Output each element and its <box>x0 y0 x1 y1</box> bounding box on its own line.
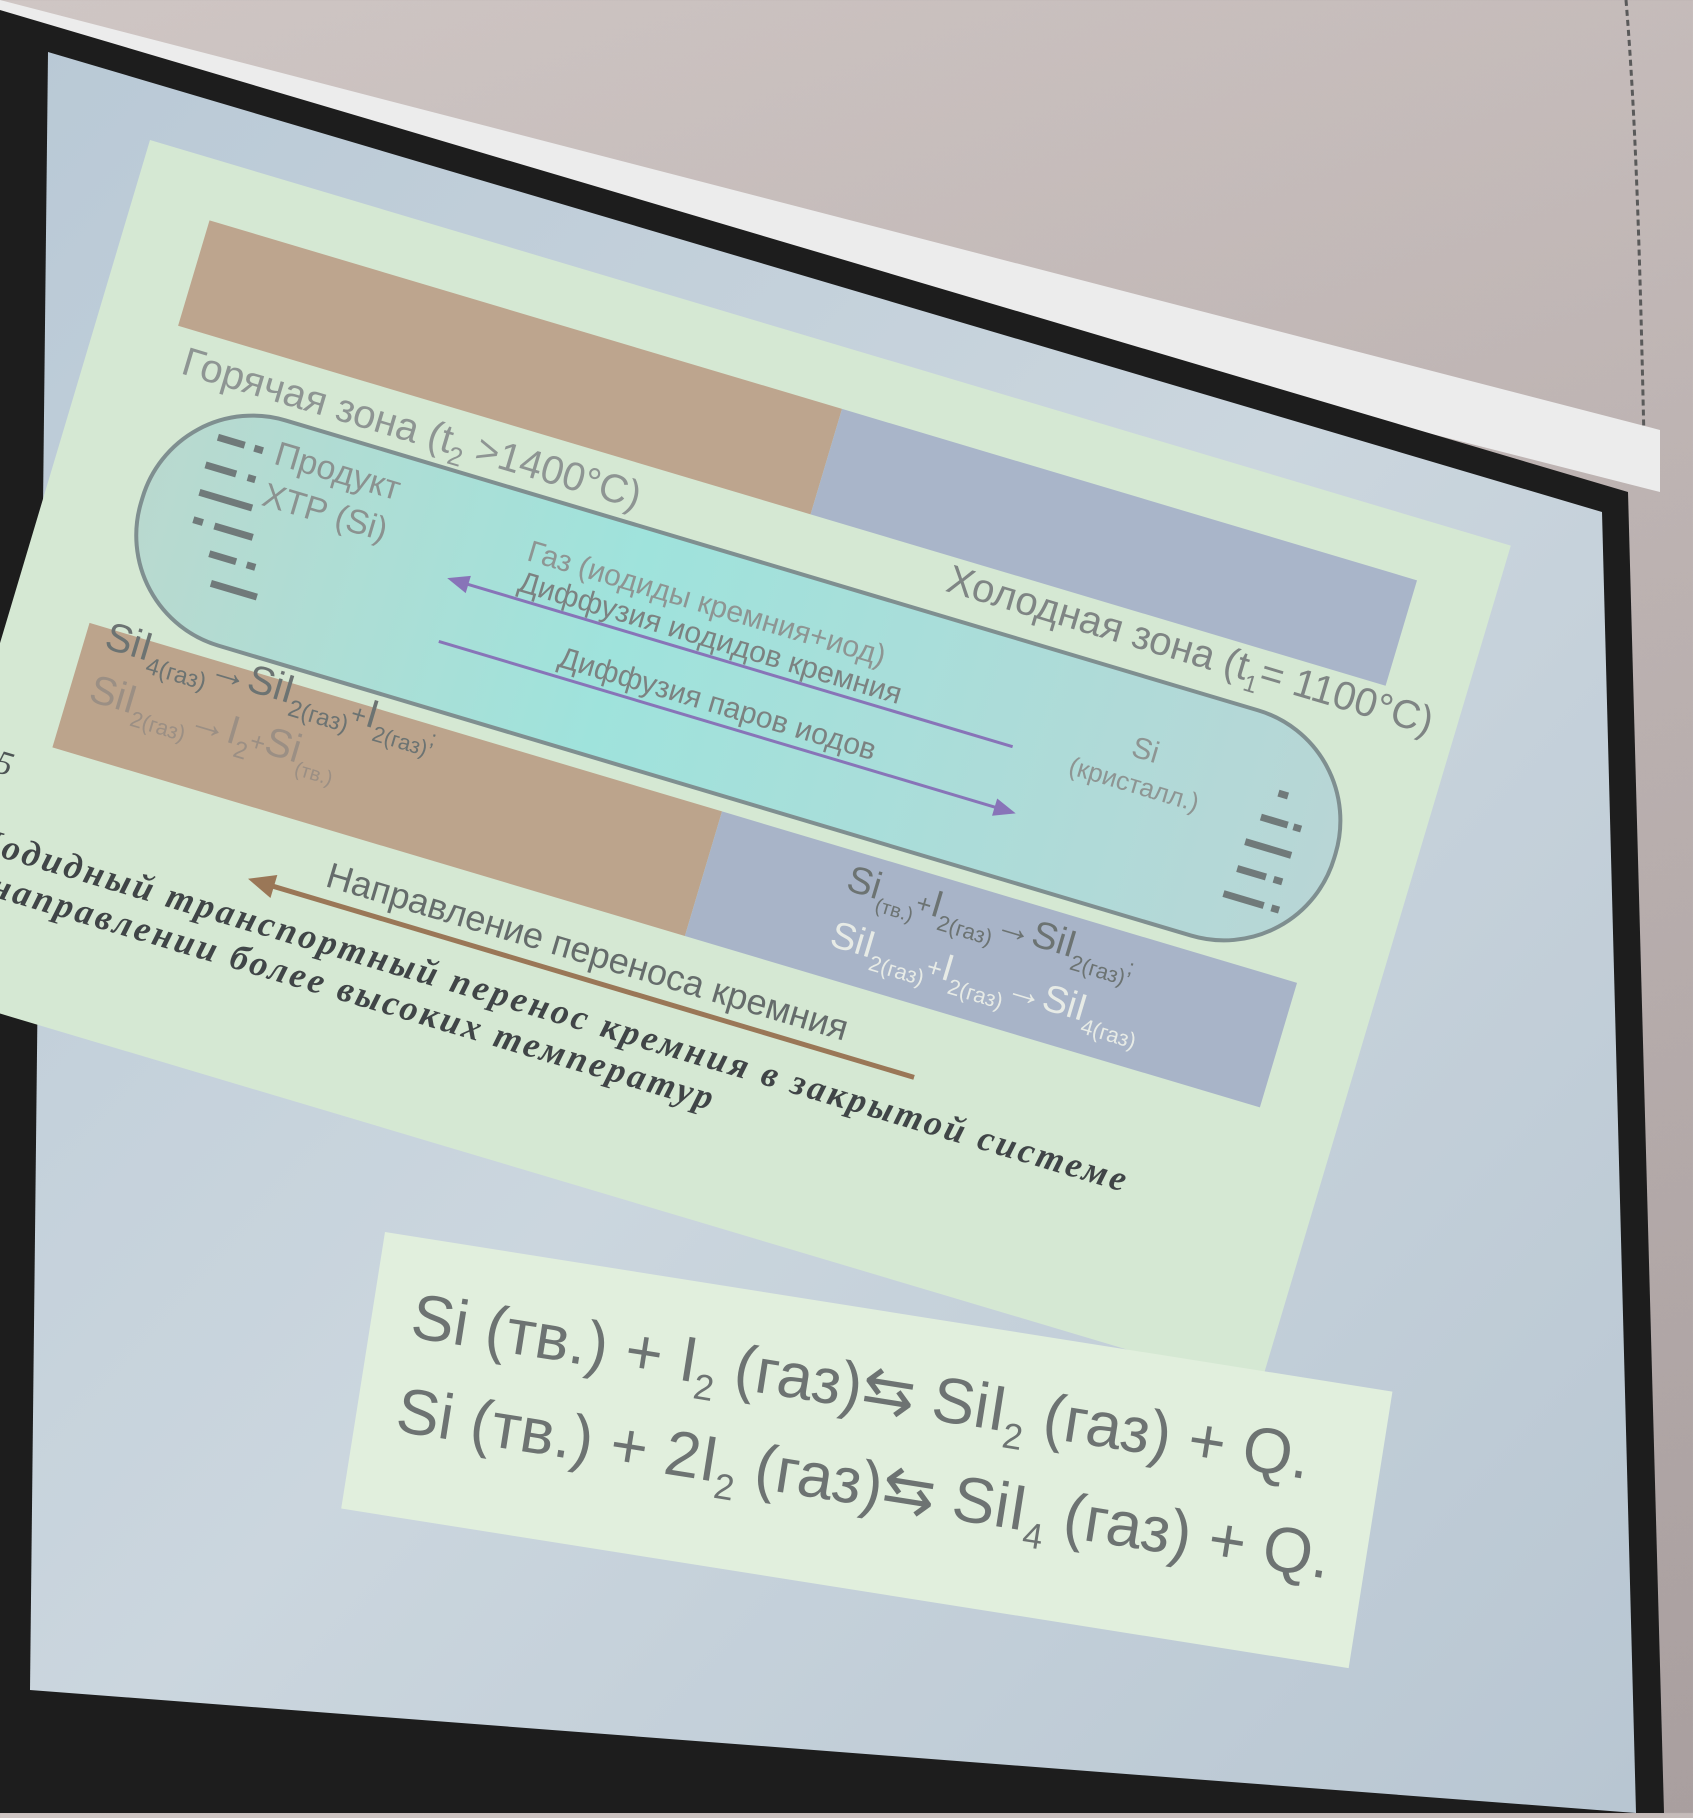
cold-zone-band-top <box>810 408 1418 686</box>
vapor-diffusion-arrow <box>438 639 1005 812</box>
reaction-capsule <box>134 413 1343 943</box>
direction-arrow-head-icon <box>248 875 278 899</box>
cold-zone-band-bottom <box>684 811 1298 1108</box>
arrow-right-head-icon <box>992 798 1016 816</box>
equations-box: Si (тв.) + I2 (газ)⇆ SiI2 (газ) + Q. Si … <box>341 1232 1393 1669</box>
reaction-right-1: Si(тв.)+I2(газ)→SiI2(газ); <box>840 858 1142 992</box>
product-crystals-icon <box>192 433 264 601</box>
hanging-chain <box>1624 0 1646 441</box>
hot-zone-band-bottom <box>52 622 723 936</box>
transfer-direction-arrow <box>261 880 915 1080</box>
silicon-crystals-icon <box>1222 789 1303 914</box>
screen-housing <box>0 0 1660 492</box>
equations-background <box>341 1232 1393 1669</box>
slide: Горячая зона (t2 >1400°С) Холодная зона … <box>0 140 1511 1390</box>
reaction-left-1: SiI4(газ)→SiI2(газ)+I2(газ); <box>98 614 444 764</box>
hot-zone-band-top <box>178 220 843 515</box>
iodide-diffusion-arrow <box>456 579 1014 749</box>
arrow-left-head-icon <box>447 575 471 594</box>
